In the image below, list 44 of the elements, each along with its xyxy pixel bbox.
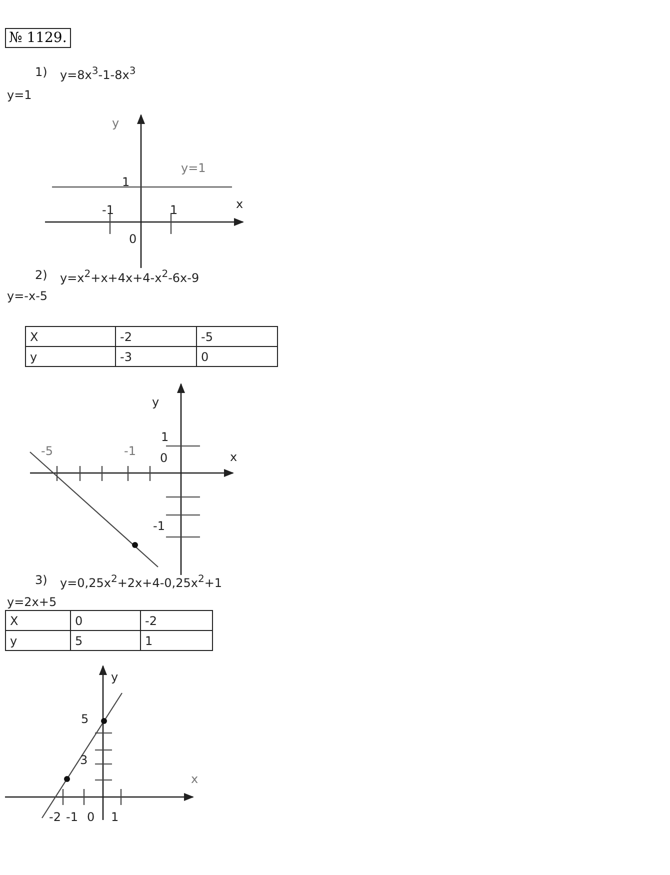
- step-number: 2): [35, 268, 48, 282]
- line-label: y=1: [181, 161, 206, 175]
- tick-label: 0: [87, 810, 95, 824]
- table-cell: 0: [70, 610, 140, 630]
- axis-label: y: [112, 116, 120, 130]
- exercise-number: № 1129.: [5, 28, 71, 48]
- axis-label: x: [236, 197, 244, 211]
- tick-label: 0: [160, 451, 168, 465]
- axis-label: x: [230, 450, 238, 464]
- table-cell: y: [6, 630, 70, 650]
- table-cell: 1: [140, 630, 212, 650]
- table-cell: X: [6, 610, 70, 630]
- axis-label: x: [191, 772, 198, 786]
- table-cell: -5: [196, 326, 278, 346]
- equation-text: y=0,25x$^{2}$+2x+4-0,25x$^{2}$+1: [60, 573, 222, 590]
- tick-label: 0: [129, 232, 137, 246]
- result-text: y=1: [7, 88, 32, 102]
- tick-label: -1: [124, 444, 136, 458]
- tick-label: 3: [80, 753, 88, 767]
- step-number: 1): [35, 65, 48, 79]
- tick-label: -5: [41, 444, 53, 458]
- table-cell: y: [26, 346, 116, 366]
- tick-label: -1: [153, 519, 165, 533]
- result-text: y=-x-5: [7, 289, 48, 303]
- table-cell: 5: [70, 630, 140, 650]
- table-cell: 0: [196, 346, 278, 366]
- tick-label: -2: [49, 810, 61, 824]
- tick-label: 1: [170, 203, 178, 217]
- tick-label: -1: [102, 203, 114, 217]
- tick-label: -1: [66, 810, 78, 824]
- table-cell: X: [26, 326, 116, 346]
- table-cell: -2: [116, 326, 196, 346]
- axis-label: y: [111, 670, 118, 684]
- tick-label: 1: [122, 175, 130, 189]
- table-cell: -2: [140, 610, 212, 630]
- result-text: y=2x+5: [7, 595, 57, 609]
- step-number: 3): [35, 573, 48, 587]
- equation-text: y=8x$^{3}$-1-8x$^{3}$: [60, 65, 136, 82]
- tick-label: 1: [111, 810, 119, 824]
- tick-label: 1: [161, 430, 169, 444]
- axis-label: y: [152, 395, 160, 409]
- table-cell: -3: [116, 346, 196, 366]
- tick-label: 5: [81, 712, 89, 726]
- equation-text: y=x$^{2}$+x+4x+4-x$^{2}$-6x-9: [60, 268, 200, 285]
